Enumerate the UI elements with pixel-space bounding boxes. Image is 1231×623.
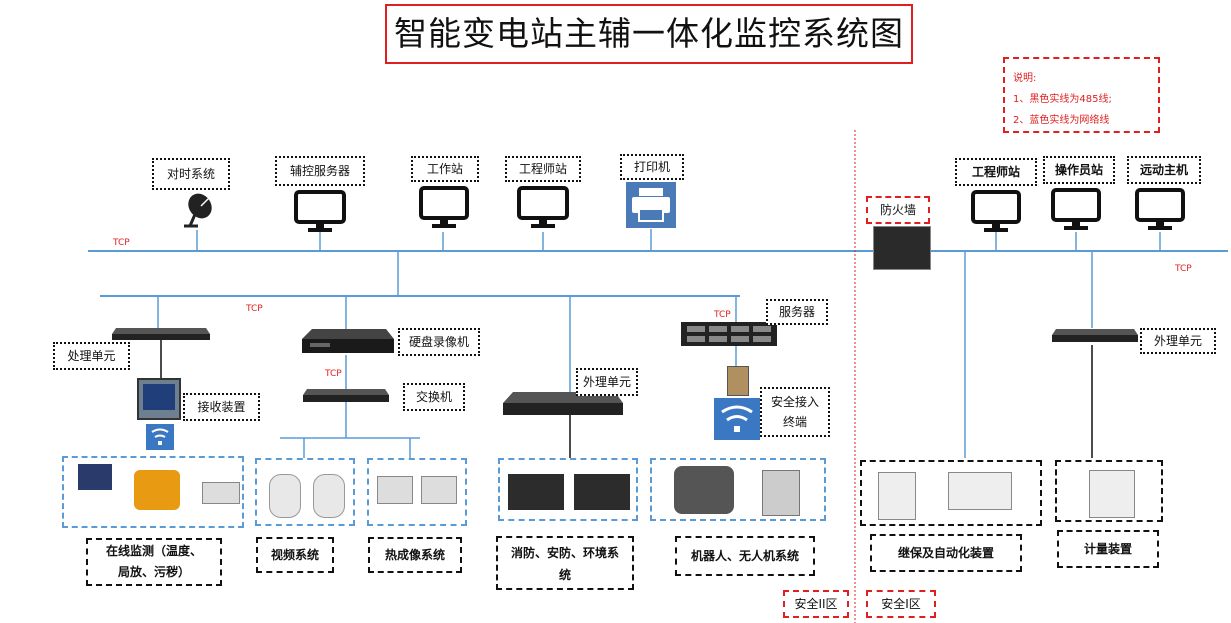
satellite-dish-icon: [184, 193, 212, 228]
external-unit-right-label: 外理单元: [1140, 328, 1216, 354]
protection-device-icon: [878, 472, 916, 520]
automation-device-icon: [948, 472, 1012, 510]
meter-icon: [1089, 470, 1135, 518]
tcp-label: TCP: [714, 310, 731, 320]
external-unit-label: 外理单元: [576, 368, 638, 396]
pollution-sensor-icon: [202, 482, 240, 504]
printer-icon: [626, 182, 676, 228]
robot-icon: [674, 466, 734, 514]
fire-security-label-line2: 统: [558, 568, 571, 582]
fire-security-label: 消防、安防、环境系 统: [496, 536, 634, 590]
wireless-signal-icon: [146, 424, 174, 450]
video-group: [255, 458, 355, 526]
security-terminal-wireless-icon: [714, 398, 760, 440]
thermal-camera-icon: [421, 476, 457, 504]
engineer-right-monitor-icon: [971, 190, 1021, 232]
printer-label: 打印机: [620, 154, 684, 180]
security-terminal-label: 安全接入 终端: [760, 387, 830, 437]
server-device-icon: [681, 322, 777, 346]
operator-monitor-icon: [1051, 188, 1101, 230]
workstation-monitor-icon: [419, 186, 469, 228]
thermal-system-label: 热成像系统: [368, 537, 462, 573]
server-label: 服务器: [766, 299, 828, 325]
time-system-label: 对时系统: [152, 158, 230, 190]
operator-station-label: 操作员站: [1043, 156, 1115, 184]
switch-device-icon: [303, 389, 389, 402]
processing-unit-label: 处理单元: [53, 342, 130, 370]
temperature-sensor-icon: [134, 470, 180, 510]
solar-panel-icon: [78, 464, 112, 490]
metering-group: [1055, 460, 1163, 522]
legend-heading: 说明:: [1013, 73, 1037, 84]
online-monitor-label: 在线监测（温度、 局放、污秽）: [86, 538, 222, 586]
controller-icon: [574, 474, 630, 510]
aux-server-label: 辅控服务器: [275, 156, 365, 186]
robot-system-label: 机器人、无人机系统: [675, 536, 815, 576]
external-unit-right-device-icon: [1052, 329, 1138, 342]
engineer-monitor-icon: [517, 186, 569, 228]
dome-camera-icon: [313, 474, 345, 518]
legend-line-485: 1、黑色实线为485线;: [1013, 94, 1112, 105]
legend-box: 说明: 1、黑色实线为485线; 2、蓝色实线为网络线: [1003, 57, 1160, 133]
fire-security-group: [498, 458, 638, 521]
zone-2-label: 安全II区: [783, 590, 849, 618]
receiving-device-label: 接收装置: [183, 393, 260, 421]
robot-group: [650, 458, 826, 521]
online-monitor-group: [62, 456, 244, 528]
tcp-label: TCP: [246, 304, 263, 314]
engineer-station-label: 工程师站: [505, 156, 581, 182]
metering-label: 计量装置: [1057, 530, 1159, 568]
remote-host-monitor-icon: [1135, 188, 1185, 230]
receiving-device-icon: [137, 378, 181, 420]
security-terminal-label-line2: 终端: [782, 415, 807, 429]
tcp-label: TCP: [113, 238, 130, 248]
video-system-label: 视频系统: [256, 537, 334, 573]
tcp-label: TCP: [1175, 264, 1192, 274]
zone-1-label: 安全I区: [866, 590, 936, 618]
legend-line-network: 2、蓝色实线为网络线: [1013, 115, 1110, 126]
security-terminal-icon: [727, 366, 749, 396]
processing-unit-device-icon: [112, 328, 210, 340]
nvr-label: 硬盘录像机: [398, 328, 480, 356]
protection-group: [860, 460, 1042, 526]
online-monitor-label-line1: 在线监测（温度、: [105, 544, 202, 558]
page-title: 智能变电站主辅一体化监控系统图: [385, 4, 913, 64]
aux-server-monitor-icon: [294, 190, 346, 232]
workstation-label: 工作站: [411, 156, 479, 182]
drone-icon: [762, 470, 800, 516]
nvr-device-icon: [302, 329, 394, 353]
firewall-icon: [873, 226, 931, 270]
thermal-camera-icon: [377, 476, 413, 504]
controller-icon: [508, 474, 564, 510]
security-terminal-label-line1: 安全接入: [770, 395, 819, 409]
remote-host-label: 远动主机: [1127, 156, 1201, 184]
protection-label: 继保及自动化装置: [870, 534, 1022, 572]
tcp-label: TCP: [325, 369, 342, 379]
thermal-group: [367, 458, 467, 526]
fire-security-label-line1: 消防、安防、环境系: [510, 546, 619, 560]
switch-label: 交换机: [403, 383, 465, 411]
firewall-label: 防火墙: [866, 196, 930, 224]
engineer-station-right-label: 工程师站: [955, 158, 1037, 186]
online-monitor-label-line2: 局放、污秽）: [117, 565, 190, 579]
dome-camera-icon: [269, 474, 301, 518]
